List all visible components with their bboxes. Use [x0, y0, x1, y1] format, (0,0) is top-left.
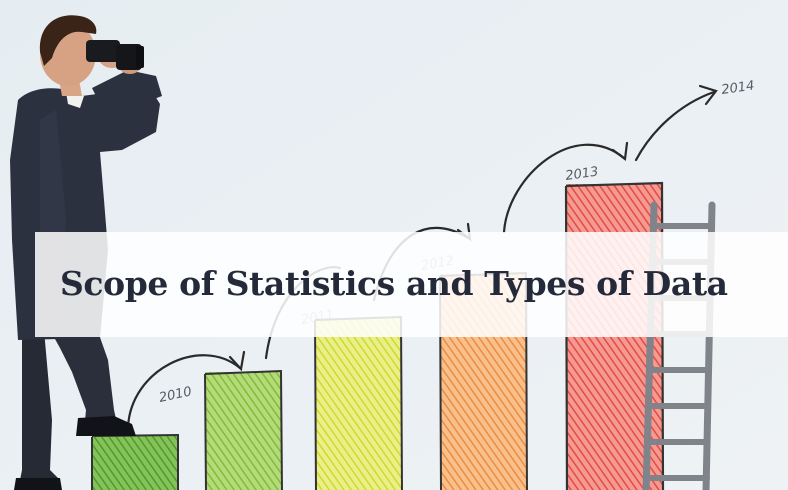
businessman-figure	[10, 15, 162, 490]
slide-title: Scope of Statistics and Types of Data	[60, 264, 728, 303]
bar-2011	[204, 369, 283, 490]
year-label-2013: 2013	[564, 165, 599, 184]
bar-2012	[314, 315, 403, 490]
title-band	[35, 232, 788, 337]
year-label-2014: 2014	[720, 79, 755, 98]
year-label-2010: 2010	[158, 384, 193, 406]
bar-2010	[91, 433, 179, 490]
